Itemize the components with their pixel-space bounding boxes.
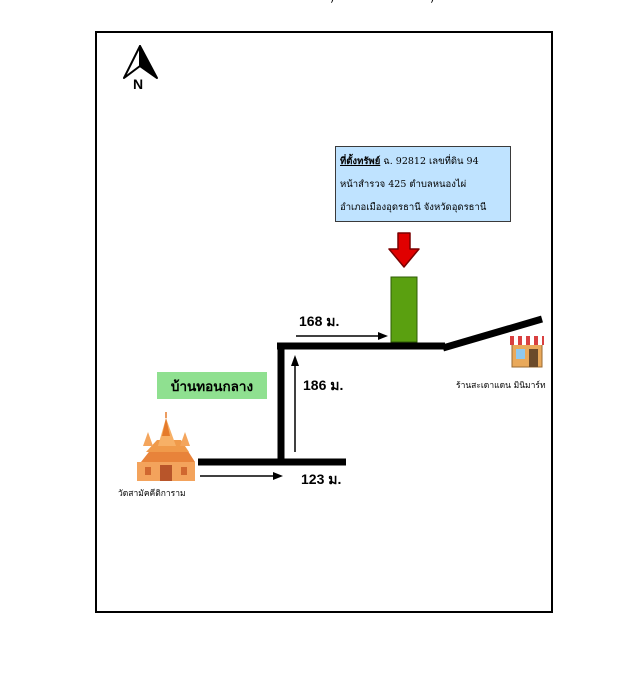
village-label: บ้านทอนกลาง bbox=[157, 372, 267, 399]
shop-icon bbox=[510, 336, 544, 368]
top-distance-arrow bbox=[296, 332, 388, 340]
road-diagonal bbox=[442, 315, 543, 352]
bottom-distance-arrow bbox=[200, 472, 283, 480]
road-network bbox=[198, 315, 543, 466]
property-info-box: ที่ตั้งทรัพย์ ฉ. 92812 เลขที่ดิน 94 หน้า… bbox=[335, 146, 511, 222]
property-info-line3: อำเภอเมืองอุดรธานี จังหวัดอุดรธานี bbox=[340, 202, 487, 213]
distance-label-vertical: 186 ม. bbox=[303, 377, 344, 393]
map-frame bbox=[95, 31, 553, 613]
shop-label: ร้านสะเดาแดน มินิมาร์ท bbox=[456, 381, 546, 391]
north-arrow-icon bbox=[123, 45, 158, 79]
vertical-distance-arrow bbox=[291, 355, 299, 452]
temple-icon bbox=[137, 412, 195, 481]
distance-label-top: 168 ม. bbox=[299, 313, 340, 329]
distance-label-bottom: 123 ม. bbox=[301, 471, 342, 487]
property-info-line2: หน้าสำรวจ 425 ตำบลหนองไผ่ bbox=[340, 179, 467, 190]
property-info-label: ที่ตั้งทรัพย์ bbox=[340, 156, 381, 167]
temple-label: วัดสามัคคีติการาม bbox=[118, 489, 186, 499]
property-info-line1: ที่ตั้งทรัพย์ ฉ. 92812 เลขที่ดิน 94 bbox=[340, 150, 506, 173]
top-cropped-text: )) bbox=[330, 0, 440, 4]
property-marker bbox=[390, 276, 418, 343]
property-info-deed: ฉ. 92812 เลขที่ดิน 94 bbox=[380, 156, 479, 167]
red-down-arrow-icon bbox=[388, 232, 420, 268]
north-label: N bbox=[133, 76, 144, 92]
